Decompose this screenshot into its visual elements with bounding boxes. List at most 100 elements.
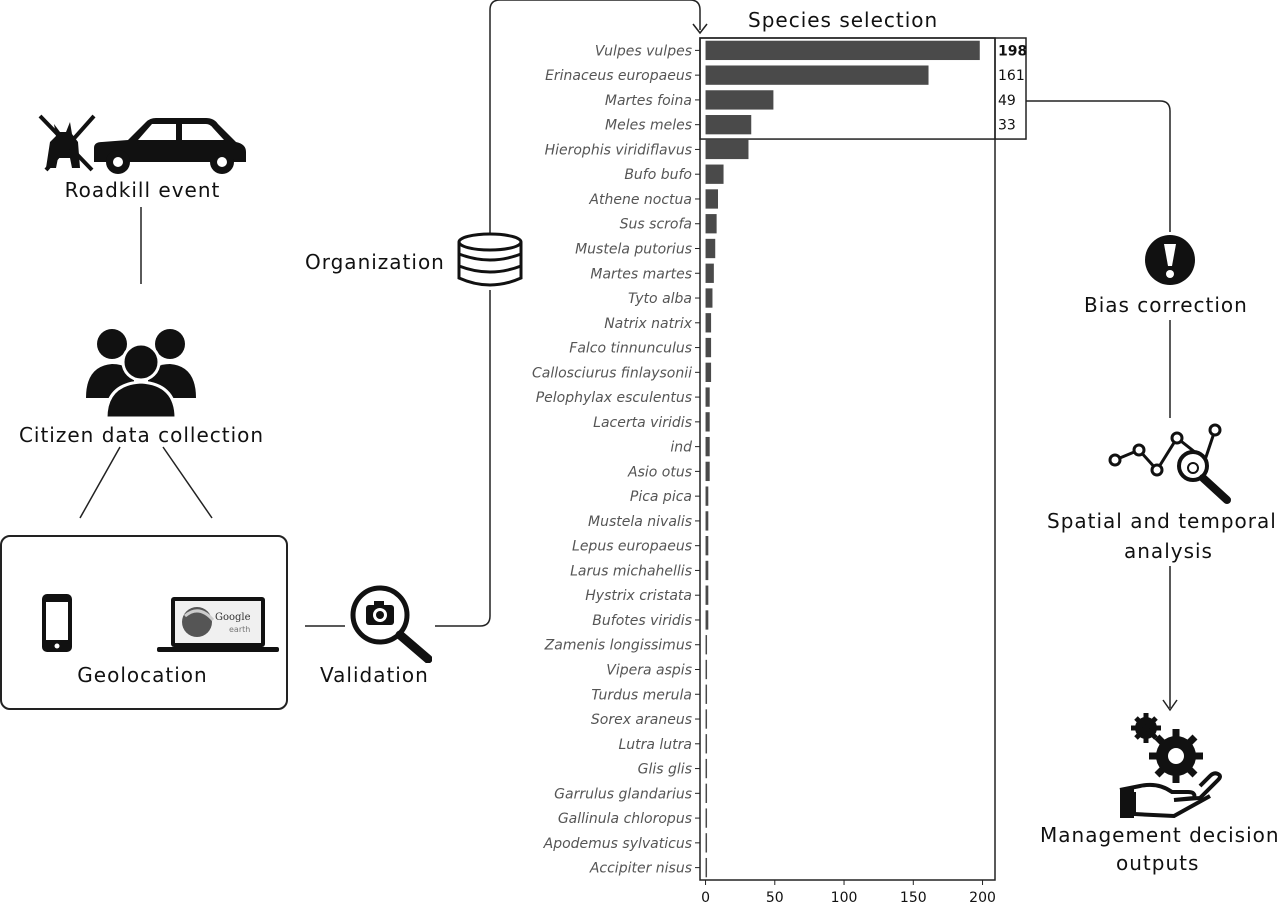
laptop-google-earth-icon: Google earth <box>157 597 279 652</box>
bar-31 <box>705 808 708 828</box>
people-group-icon <box>86 329 196 418</box>
bar-21 <box>705 560 709 581</box>
x-tick-label: 50 <box>766 890 784 903</box>
category-label: Larus michahellis <box>570 563 692 579</box>
geolocation-panel <box>0 535 288 710</box>
citizen-to-laptop-line <box>162 446 213 519</box>
bar-value-label: 198 <box>998 43 1027 59</box>
bar-3 <box>705 115 752 135</box>
species-selection-title: Species selection <box>748 8 939 32</box>
bar-28 <box>705 734 708 754</box>
category-label: Bufo bufo <box>624 167 692 183</box>
category-label: Garrulus glandarius <box>554 786 692 802</box>
bar-value-label: 161 <box>998 68 1025 84</box>
category-label: Sorex araneus <box>591 712 692 728</box>
category-label: Bufotes viridis <box>592 613 692 629</box>
small-gear-icon <box>1131 713 1161 743</box>
bar-27 <box>705 709 708 729</box>
bar-17 <box>705 461 710 482</box>
google-earth-logo-subtext: earth <box>229 625 250 634</box>
x-tick-label: 200 <box>969 890 996 903</box>
bar-15 <box>705 412 710 432</box>
x-tick-label: 0 <box>701 890 710 903</box>
validation-label: Validation <box>320 663 429 687</box>
trend-magnifier-icon <box>1108 423 1231 504</box>
bar-10 <box>705 288 713 308</box>
chart-arrow-head <box>692 23 708 35</box>
exclamation-alert-icon <box>1145 235 1195 285</box>
bar-12 <box>705 337 712 358</box>
category-label: Glis glis <box>638 762 692 778</box>
top-species-highlight-box <box>699 37 1027 140</box>
category-label: Vipera aspis <box>606 663 692 679</box>
gears-hand-icon <box>1119 713 1222 818</box>
google-earth-logo-text: Google <box>215 612 251 623</box>
chart-to-bias-line <box>1026 100 1171 232</box>
bar-14 <box>705 387 710 407</box>
roadkill-car-animal-icon <box>38 114 246 174</box>
bar-26 <box>705 684 708 704</box>
category-label: Lepus europaeus <box>572 539 692 555</box>
bar-19 <box>705 511 709 531</box>
category-label: Tyto alba <box>628 291 692 307</box>
open-hand-icon <box>1119 771 1222 818</box>
category-label: Turdus merula <box>591 687 692 703</box>
category-label: Erinaceus europaeus <box>545 68 692 84</box>
category-label: Mustela putorius <box>575 242 692 258</box>
citizen-to-phone-line <box>79 446 121 519</box>
category-label: Mustela nivalis <box>588 514 692 530</box>
bar-0 <box>705 40 980 61</box>
bar-25 <box>705 659 708 680</box>
category-label: Martes martes <box>590 266 692 282</box>
bar-9 <box>705 263 714 283</box>
category-label: Meles meles <box>605 118 692 134</box>
category-label: Falco tinnunculus <box>569 341 692 357</box>
bar-5 <box>705 164 724 184</box>
smartphone-icon <box>42 594 72 652</box>
bar-value-label: 33 <box>998 118 1016 134</box>
roadkill-event-label: Roadkill event <box>64 178 221 202</box>
management-label-line2: outputs <box>1116 851 1200 875</box>
animal-silhouette <box>38 114 96 172</box>
category-label: ind <box>670 440 692 456</box>
car-silhouette <box>94 118 246 174</box>
bar-30 <box>705 783 708 803</box>
bar-29 <box>705 758 708 779</box>
category-label: Vulpes vulpes <box>595 43 692 59</box>
validation-to-organization-line <box>435 290 491 627</box>
bar-16 <box>705 436 710 457</box>
bar-11 <box>705 313 712 333</box>
category-label: Apodemus sylvaticus <box>543 836 692 852</box>
large-gear-icon <box>1149 729 1203 783</box>
bar-22 <box>705 585 709 605</box>
database-icon <box>457 232 523 287</box>
bar-13 <box>705 362 712 382</box>
citizen-data-collection-label: Citizen data collection <box>18 423 265 447</box>
bar-18 <box>705 486 709 506</box>
category-label: Zamenis longissimus <box>544 638 692 654</box>
category-label: Natrix natrix <box>604 316 693 332</box>
category-label: Pelophylax esculentus <box>536 390 692 406</box>
x-tick-label: 150 <box>900 890 927 903</box>
category-label: Gallinula chloropus <box>558 811 692 827</box>
bar-6 <box>705 189 719 209</box>
category-label: Sus scrofa <box>620 217 692 233</box>
category-label: Lutra lutra <box>618 737 692 753</box>
category-label: Hystrix cristata <box>585 588 692 604</box>
category-label: Asio otus <box>627 464 692 480</box>
category-label: Athene noctua <box>588 192 692 208</box>
management-label-line1: Management decision <box>1040 823 1280 847</box>
x-tick-label: 100 <box>831 890 858 903</box>
bar-4 <box>705 139 749 160</box>
bar-20 <box>705 536 709 556</box>
bar-value-label: 49 <box>998 93 1016 109</box>
management-arrow-head <box>1162 699 1178 712</box>
spatial-temporal-label-line1: Spatial and temporal <box>1047 509 1277 533</box>
bar-23 <box>705 610 709 630</box>
spatial-temporal-label-line2: analysis <box>1124 539 1213 563</box>
category-label: Callosciurus finlaysonii <box>532 365 692 381</box>
bar-24 <box>705 635 708 655</box>
bar-1 <box>705 65 929 85</box>
